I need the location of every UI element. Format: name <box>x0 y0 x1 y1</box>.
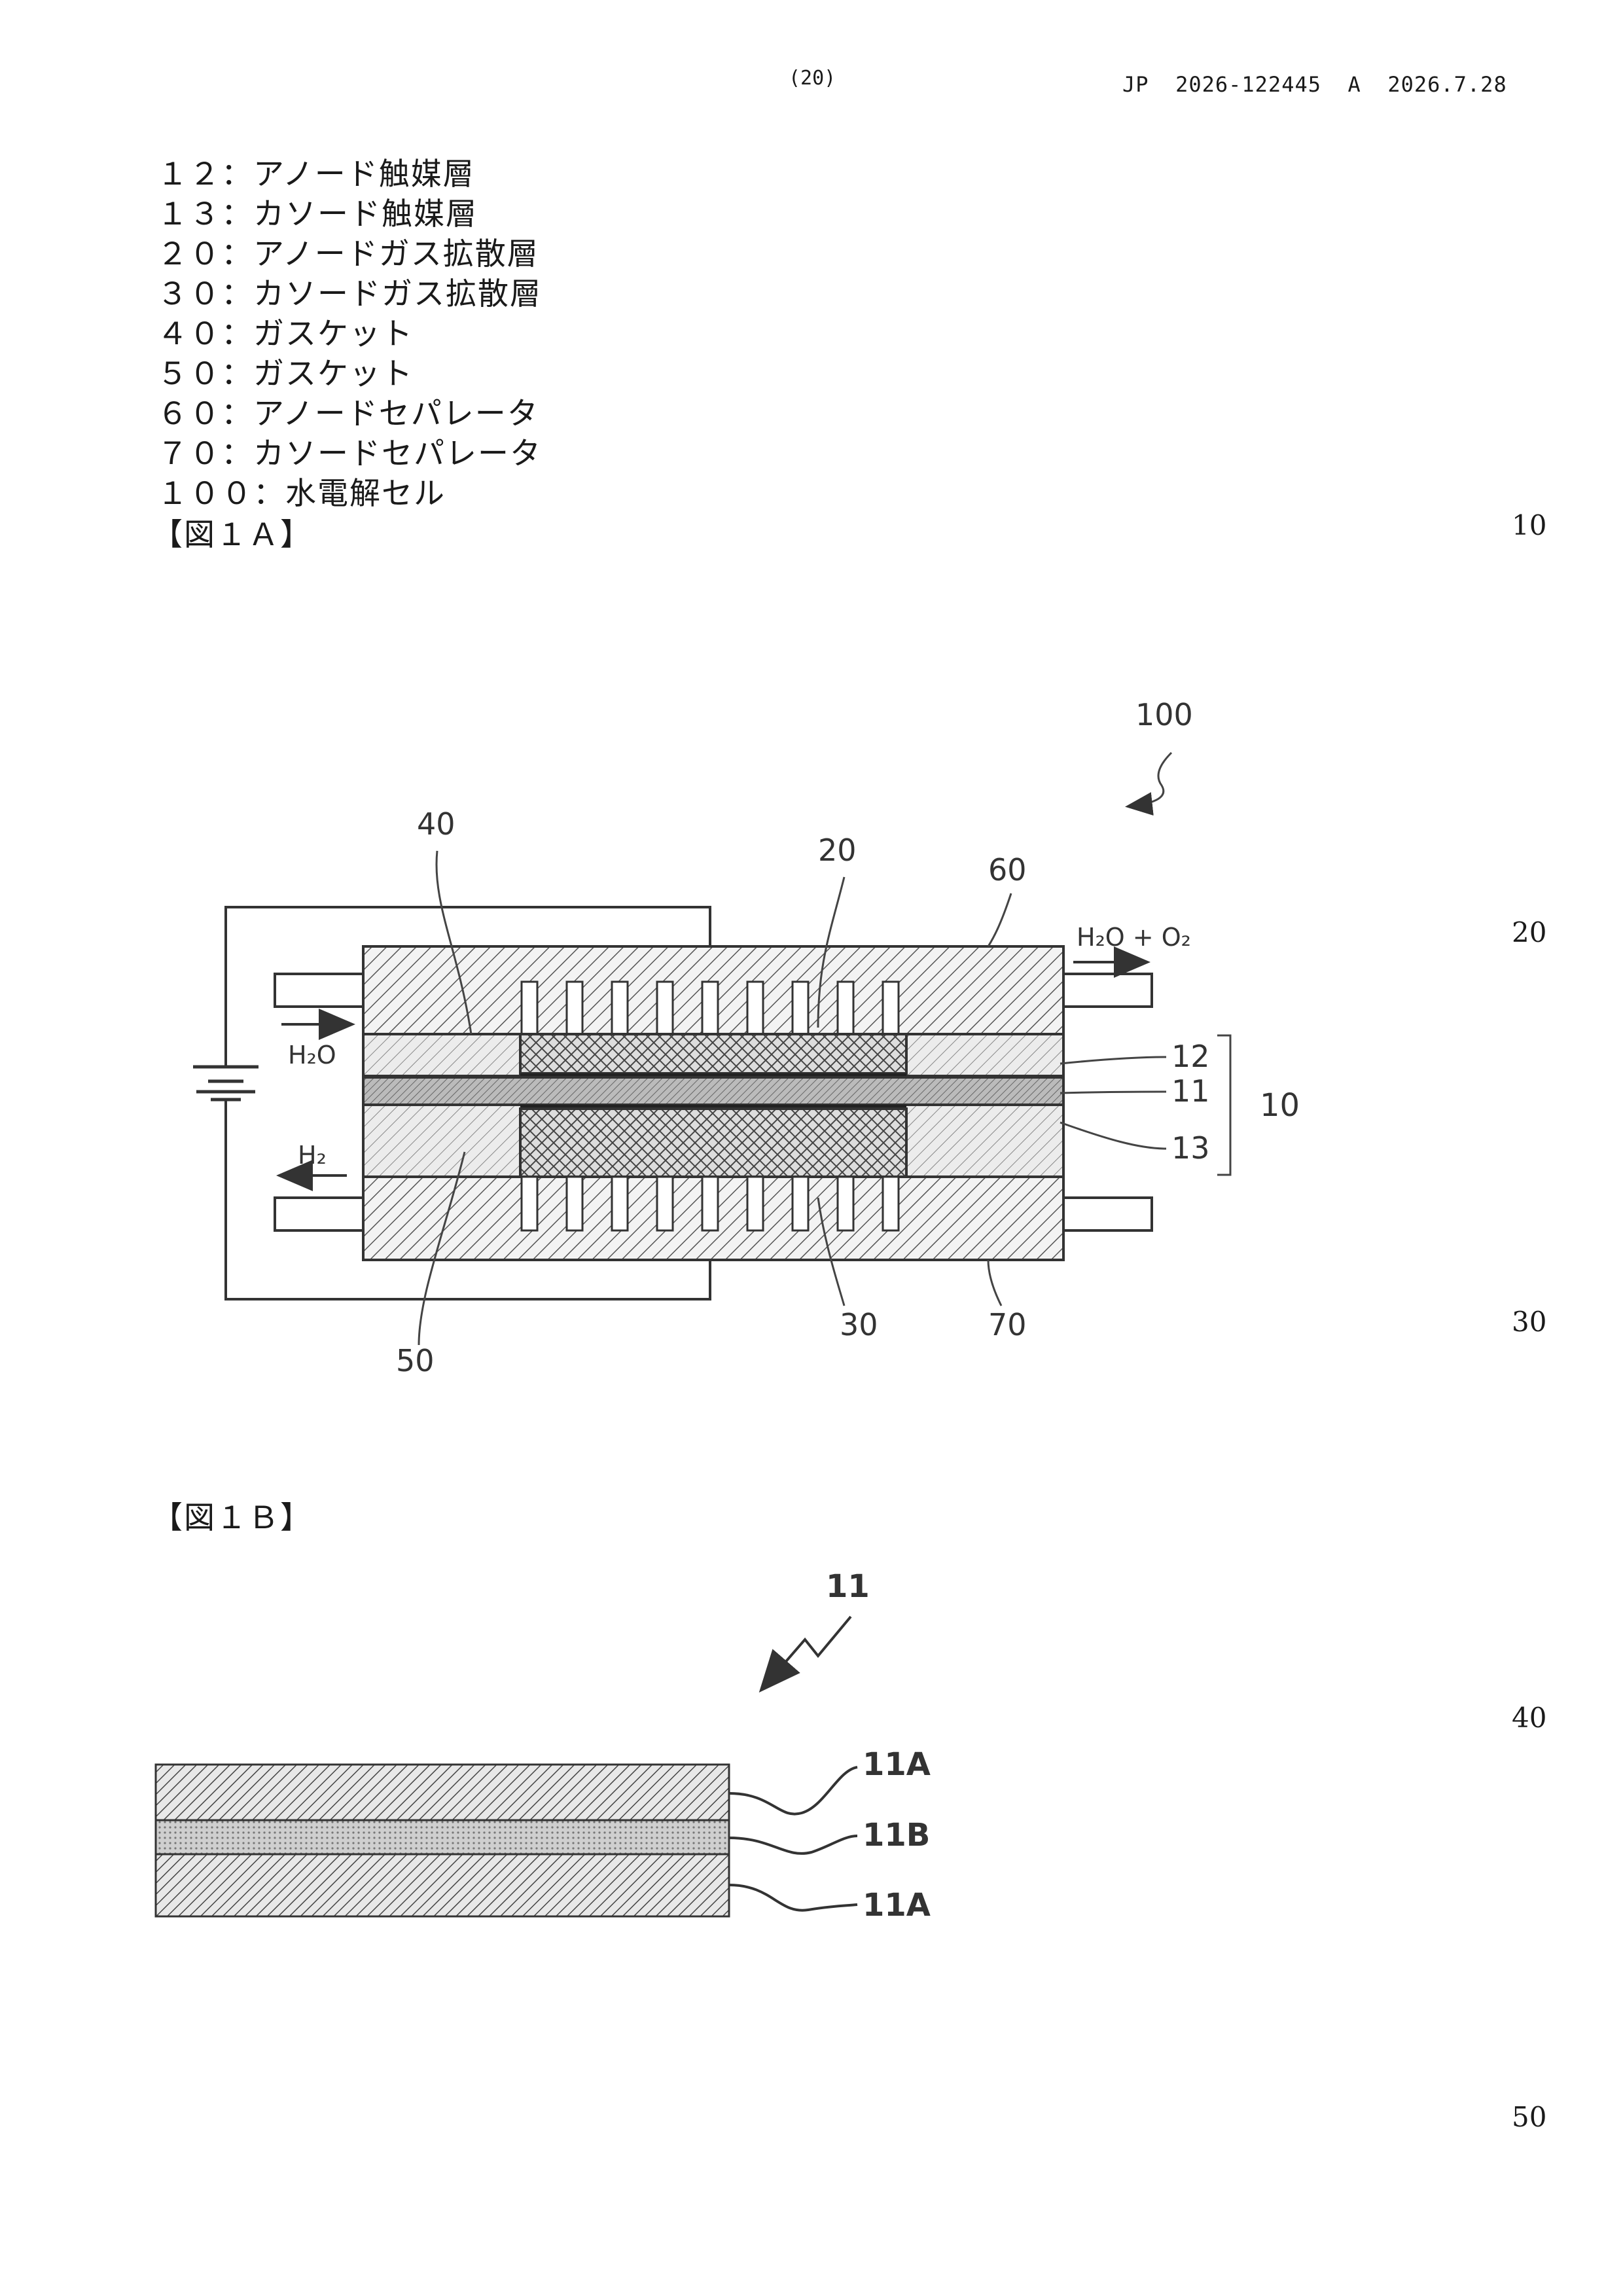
cathode-flow-channels <box>522 1177 899 1230</box>
h2o-inlet-label: H₂O <box>288 1041 336 1069</box>
layer-11b-middle <box>156 1820 729 1854</box>
anode-outlet-port <box>1063 974 1152 1007</box>
ref-30: 30 <box>840 1307 878 1342</box>
ref-11: 11 <box>826 1568 870 1605</box>
anode-flow-channels <box>522 982 899 1034</box>
layer-11a-bottom <box>156 1854 729 1916</box>
battery-icon <box>193 1067 259 1100</box>
ref-12: 12 <box>1171 1039 1210 1074</box>
leader-lines-1b <box>729 1617 857 1910</box>
layer-11a-top <box>156 1765 729 1820</box>
ref-20: 20 <box>818 833 857 868</box>
figure-1a-diagram: H₂O H₂ H₂O + O₂ 100 40 20 60 12 11 13 10… <box>0 0 1623 1440</box>
ref-10: 10 <box>1260 1087 1300 1124</box>
h2-outlet-label: H₂ <box>298 1141 327 1170</box>
anode-inlet-port <box>275 974 363 1007</box>
ref-13: 13 <box>1171 1130 1210 1166</box>
figure-1b-diagram: 11 11A 11B 11A <box>0 1505 1623 2160</box>
ref-11b: 11B <box>863 1817 930 1854</box>
h2o-o2-outlet-label: H₂O + O₂ <box>1077 923 1191 952</box>
ref-11a-top: 11A <box>863 1746 931 1783</box>
ref-11: 11 <box>1171 1073 1210 1109</box>
cathode-gas-diffusion-layer <box>520 1109 906 1177</box>
ref-11a-bottom: 11A <box>863 1887 931 1924</box>
ref-70: 70 <box>988 1307 1027 1342</box>
ref-100: 100 <box>1135 697 1193 732</box>
electrolyte-membrane <box>363 1077 1063 1105</box>
cathode-outlet-port <box>1063 1198 1152 1230</box>
anode-gas-diffusion-layer <box>520 1034 906 1073</box>
ref-40: 40 <box>417 806 455 842</box>
ref-50: 50 <box>396 1343 435 1378</box>
cathode-inlet-port <box>275 1198 363 1230</box>
ref-60: 60 <box>988 852 1027 888</box>
